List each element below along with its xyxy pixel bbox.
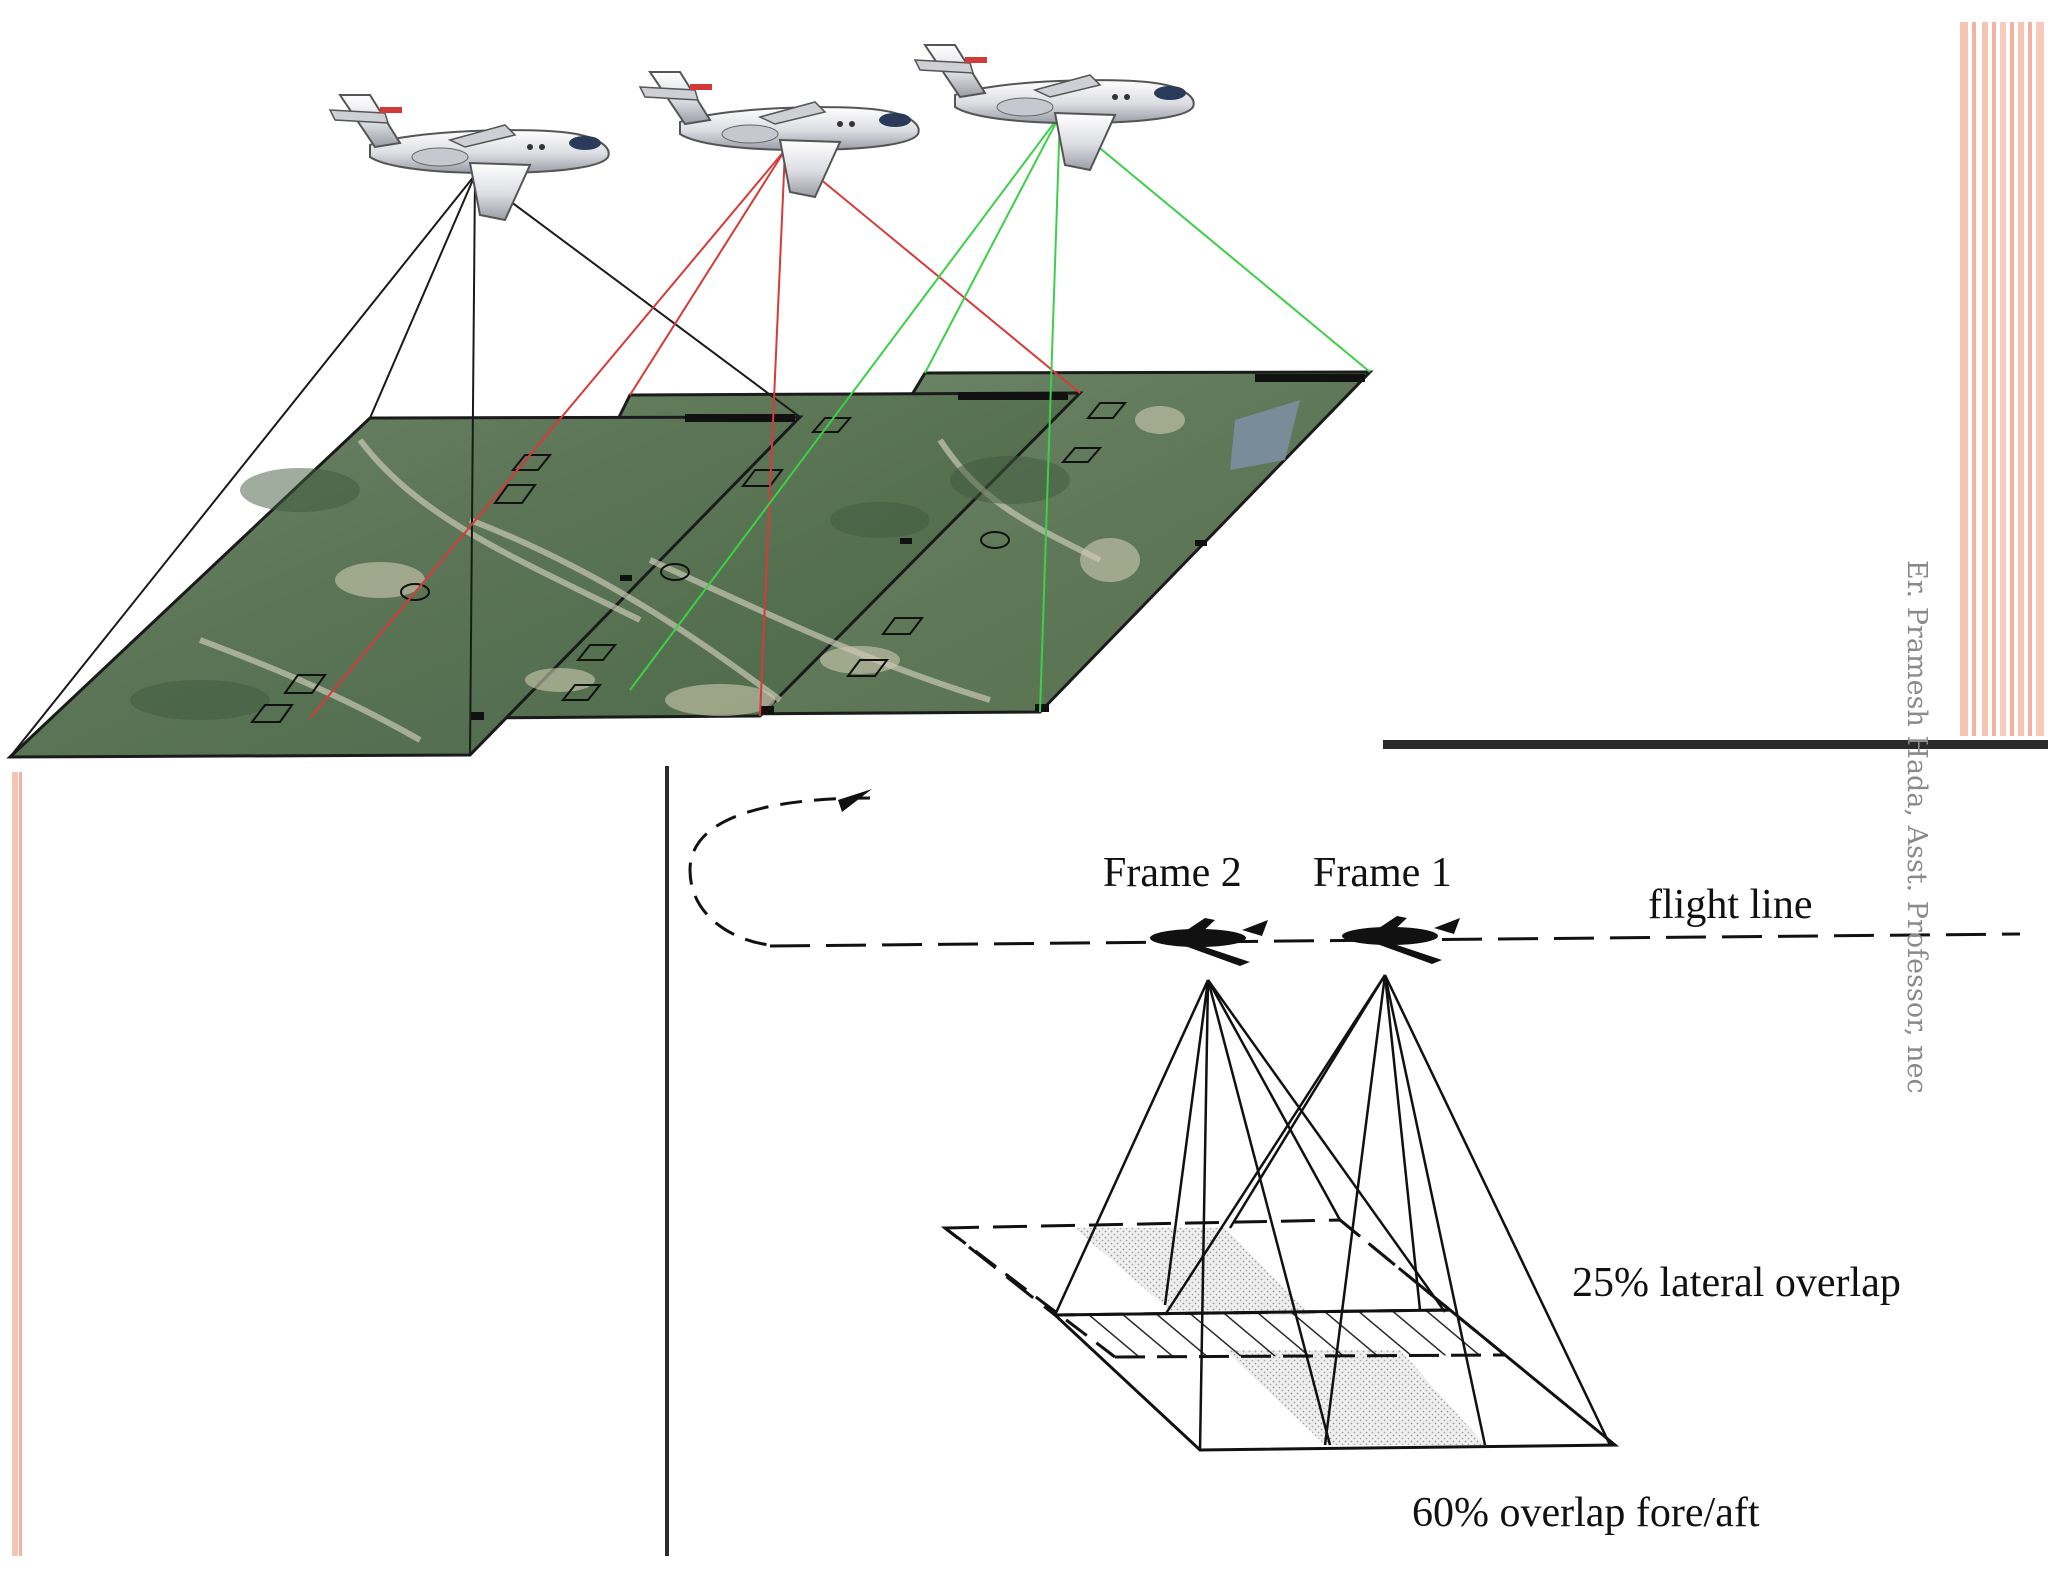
fore-aft-overlap-area [1225, 1350, 1485, 1445]
right-accent-stripes [1960, 22, 2044, 736]
turn-arrow [688, 796, 871, 947]
sight-lines-right [629, 114, 1371, 713]
frame-1-label: Frame 1 [1313, 850, 1452, 896]
airplane-left [328, 94, 610, 222]
airplane-middle [638, 71, 920, 199]
flight-line-label: flight line [1648, 882, 1812, 928]
vertical-divider [665, 766, 669, 1556]
sight-lines-middle [309, 149, 1081, 719]
aircraft-frame-1 [1342, 916, 1460, 964]
fore-aft-overlap-label: 60% overlap fore/aft [1412, 1490, 1760, 1536]
arrowhead [838, 789, 872, 812]
overlap-diagram: Frame 2 Frame 1 flight line 25% lateral … [688, 789, 2021, 1536]
left-accent-stripe [12, 772, 22, 1556]
author-credit: Er. Pramesh Hada, Asst. Professor, nec [1901, 560, 1932, 1094]
horizontal-divider [1383, 740, 2048, 749]
airplane-right [913, 44, 1195, 172]
frame-2-label: Frame 2 [1103, 850, 1242, 896]
lateral-overlap-label: 25% lateral overlap [1572, 1260, 1901, 1306]
sight-lines-left [9, 174, 801, 758]
aircraft-frame-2 [1150, 918, 1268, 966]
aerial-photo-strip [6, 370, 1374, 759]
hatched-band [1055, 1310, 1510, 1357]
